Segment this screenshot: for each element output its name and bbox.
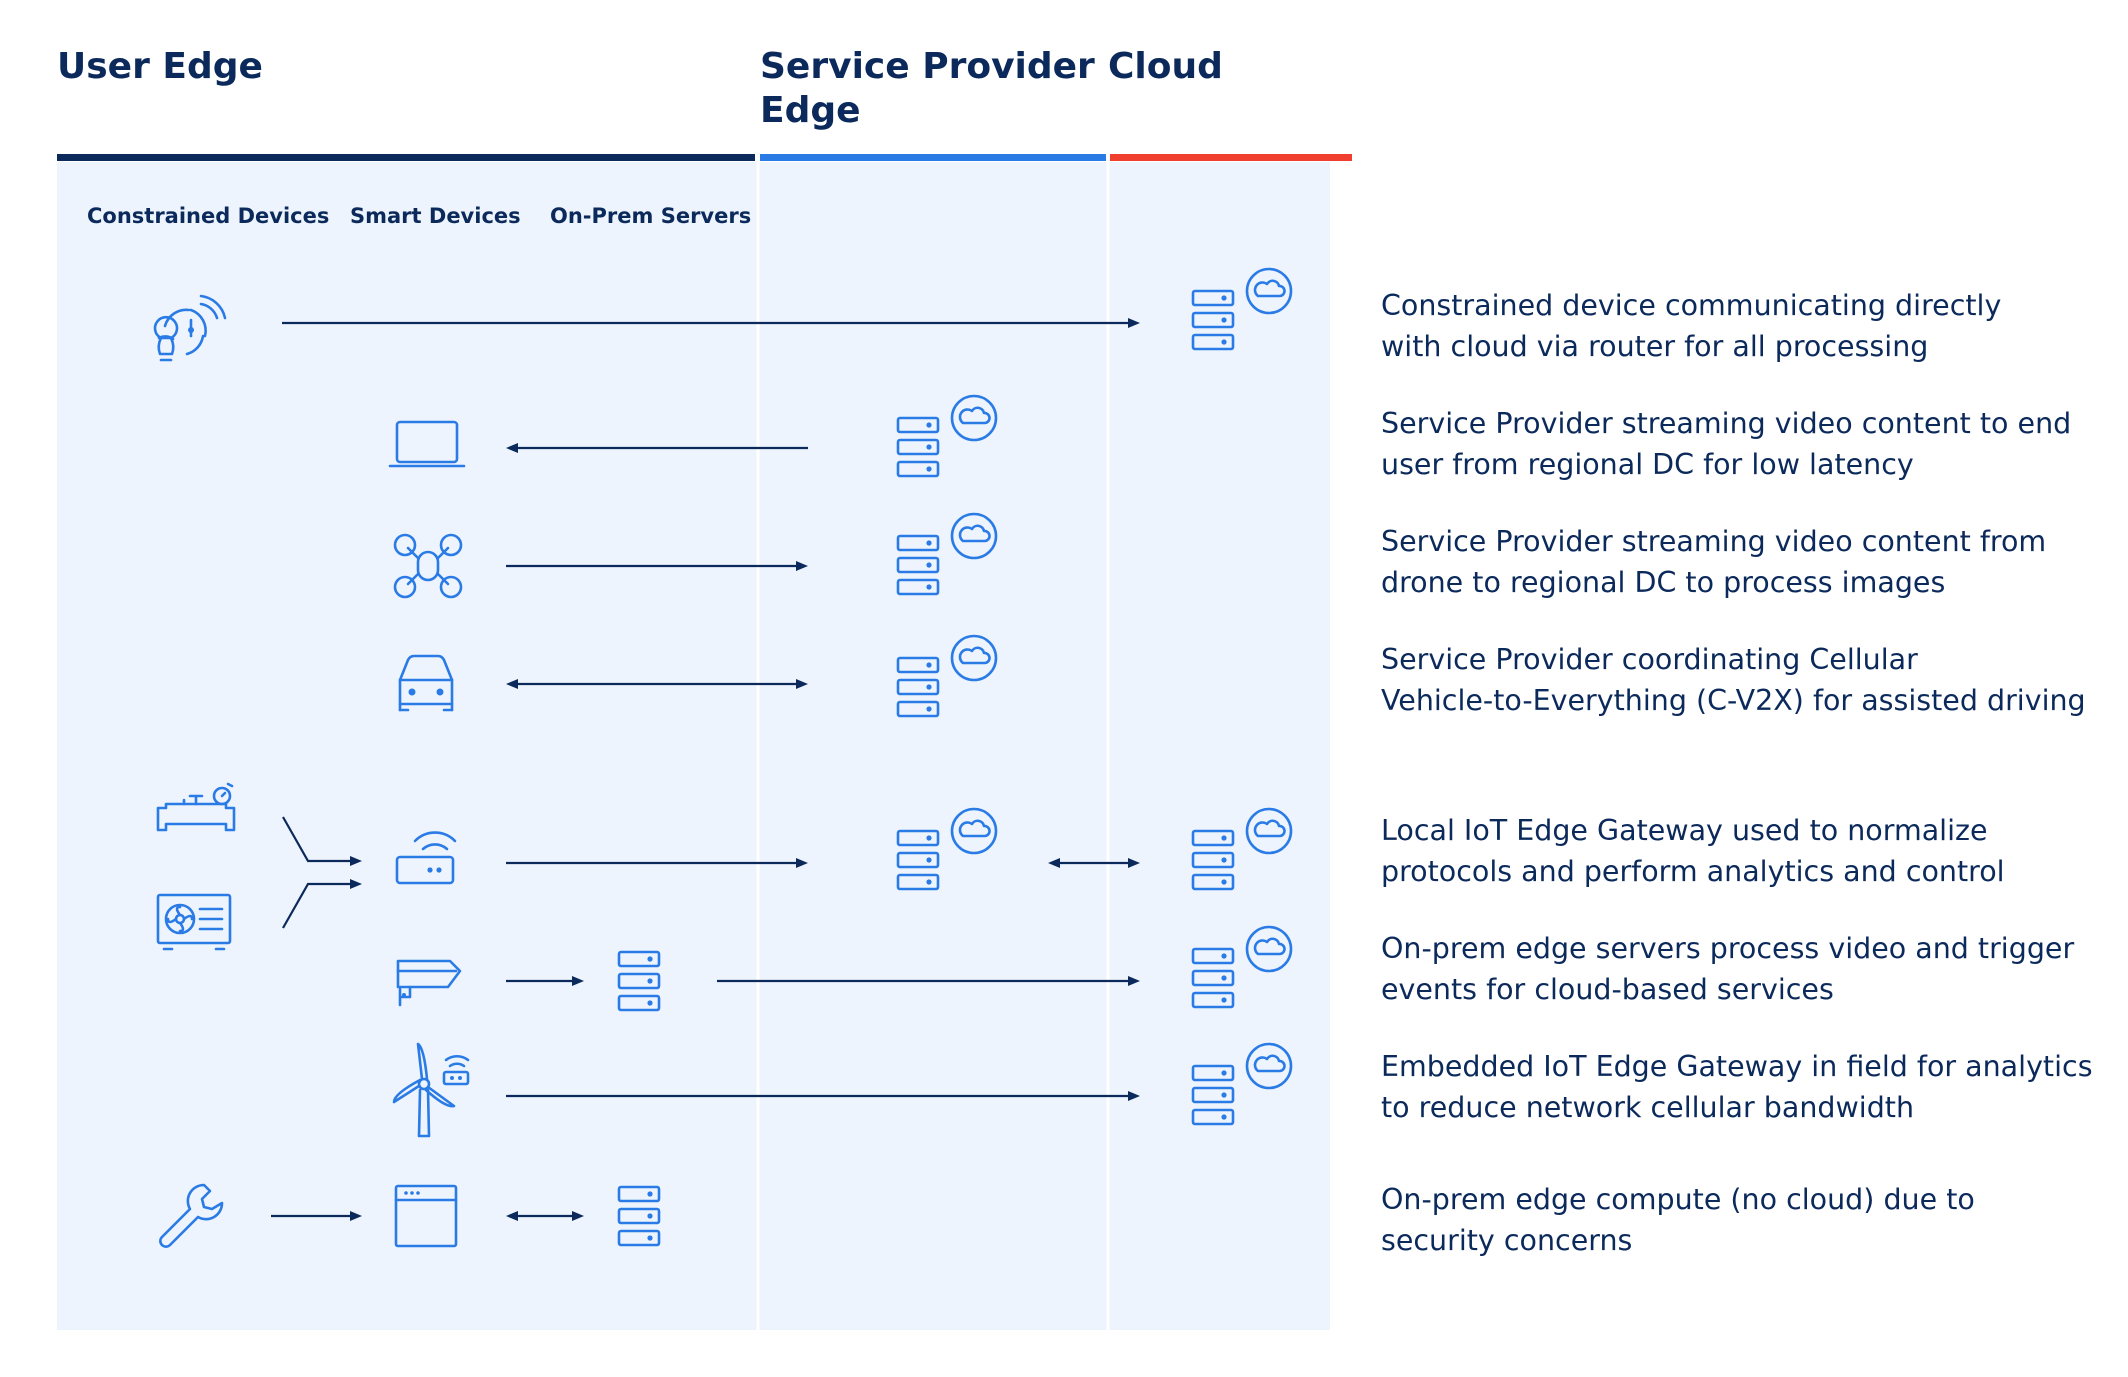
router-gateway-icon (395, 831, 457, 885)
zone-panels (57, 154, 1352, 1330)
service-provider-bar (760, 154, 1106, 161)
column-label-constrained-devices: Constrained Devices (87, 204, 329, 228)
arrowhead (506, 679, 518, 689)
row-6-description: On-prem edge servers process video and t… (1381, 932, 2083, 1006)
sensor-bulb-icon (153, 294, 227, 362)
arrowhead (1128, 976, 1140, 986)
flow-arrow (282, 882, 350, 929)
row-5: Local IoT Edge Gateway used to normalize… (156, 782, 2005, 951)
description-line: events for cloud-based services (1381, 973, 1834, 1006)
cloud-bar (1110, 154, 1352, 161)
car-icon (398, 654, 454, 712)
row-5-description: Local IoT Edge Gateway used to normalize… (1381, 814, 2005, 888)
zone-title-cloud: Cloud (1108, 46, 1223, 87)
panel-background (57, 162, 1330, 1330)
row-3: Service Provider streaming video content… (393, 514, 2055, 599)
arrowhead (796, 561, 808, 571)
user-edge-bar (57, 154, 755, 161)
description-line: protocols and perform analytics and cont… (1381, 855, 2005, 888)
arrowhead (506, 443, 518, 453)
arrowhead (796, 679, 808, 689)
description-line: On-prem edge servers process video and t… (1381, 932, 2074, 965)
row-1: Constrained device communicating directl… (153, 269, 2010, 363)
row-2-description: Service Provider streaming video content… (1381, 407, 2080, 481)
description-line: user from regional DC for low latency (1381, 448, 1914, 481)
arrowhead (572, 1211, 584, 1221)
drone-icon (393, 533, 463, 599)
description-line: Service Provider streaming video content… (1381, 407, 2071, 440)
row-7-description: Embedded IoT Edge Gateway in field for a… (1381, 1050, 2102, 1124)
description-line: Embedded IoT Edge Gateway in field for a… (1381, 1050, 2093, 1083)
arrowhead (1128, 858, 1140, 868)
description-line: On-prem edge compute (no cloud) due to (1381, 1183, 1975, 1216)
description-line: Service Provider coordinating Cellular (1381, 643, 1918, 676)
description-line: security concerns (1381, 1224, 1632, 1257)
zone-title-user-edge: User Edge (57, 46, 263, 87)
arrowhead (350, 879, 362, 889)
description-line: drone to regional DC to process images (1381, 566, 1945, 599)
row-6: On-prem edge servers process video and t… (396, 927, 2083, 1012)
wind-turbine-icon (392, 1042, 470, 1138)
row-2: Service Provider streaming video content… (388, 396, 2080, 481)
row-4-description: Service Provider coordinating Cellular V… (1381, 643, 2086, 717)
pipe-valve-icon (156, 782, 236, 832)
laptop-icon (388, 420, 466, 468)
description-line: to reduce network cellular bandwidth (1381, 1091, 1914, 1124)
zone-title-service-provider: Service Provider Edge (760, 46, 1107, 131)
security-camera-icon (396, 959, 462, 1007)
app-window-icon (394, 1184, 458, 1248)
wrench-icon (159, 1183, 224, 1248)
row-4: Service Provider coordinating Cellular V… (398, 636, 2086, 717)
arrowhead (1128, 318, 1140, 328)
description-line: Service Provider streaming video content… (1381, 525, 2046, 558)
row-8: On-prem edge compute (no cloud) due to s… (159, 1183, 1984, 1257)
row-3-description: Service Provider streaming video content… (1381, 525, 2055, 599)
arrowhead (1128, 1091, 1140, 1101)
arrowhead (572, 976, 584, 986)
description-line: Vehicle-to-Everything (C-V2X) for assist… (1381, 684, 2086, 717)
column-label-on-prem-servers: On-Prem Servers (550, 204, 751, 228)
zone-title-service-provider-line-1: Service Provider (760, 46, 1095, 87)
arrowhead (350, 856, 362, 866)
column-label-smart-devices: Smart Devices (350, 204, 521, 228)
row-7: Embedded IoT Edge Gateway in field for a… (392, 1042, 2102, 1138)
flow-arrow (282, 816, 350, 863)
hvac-unit-icon (156, 893, 232, 951)
row-8-description: On-prem edge compute (no cloud) due to s… (1381, 1183, 1984, 1257)
description-line: Constrained device communicating directl… (1381, 289, 2001, 322)
zone-title-service-provider-line-2: Edge (760, 90, 861, 131)
arrowhead (350, 1211, 362, 1221)
arrowhead (796, 858, 808, 868)
row-1-description: Constrained device communicating directl… (1381, 289, 2010, 363)
description-line: Local IoT Edge Gateway used to normalize (1381, 814, 1988, 847)
arrowhead (506, 1211, 518, 1221)
description-line: with cloud via router for all processing (1381, 330, 1928, 363)
arrowhead (1048, 858, 1060, 868)
